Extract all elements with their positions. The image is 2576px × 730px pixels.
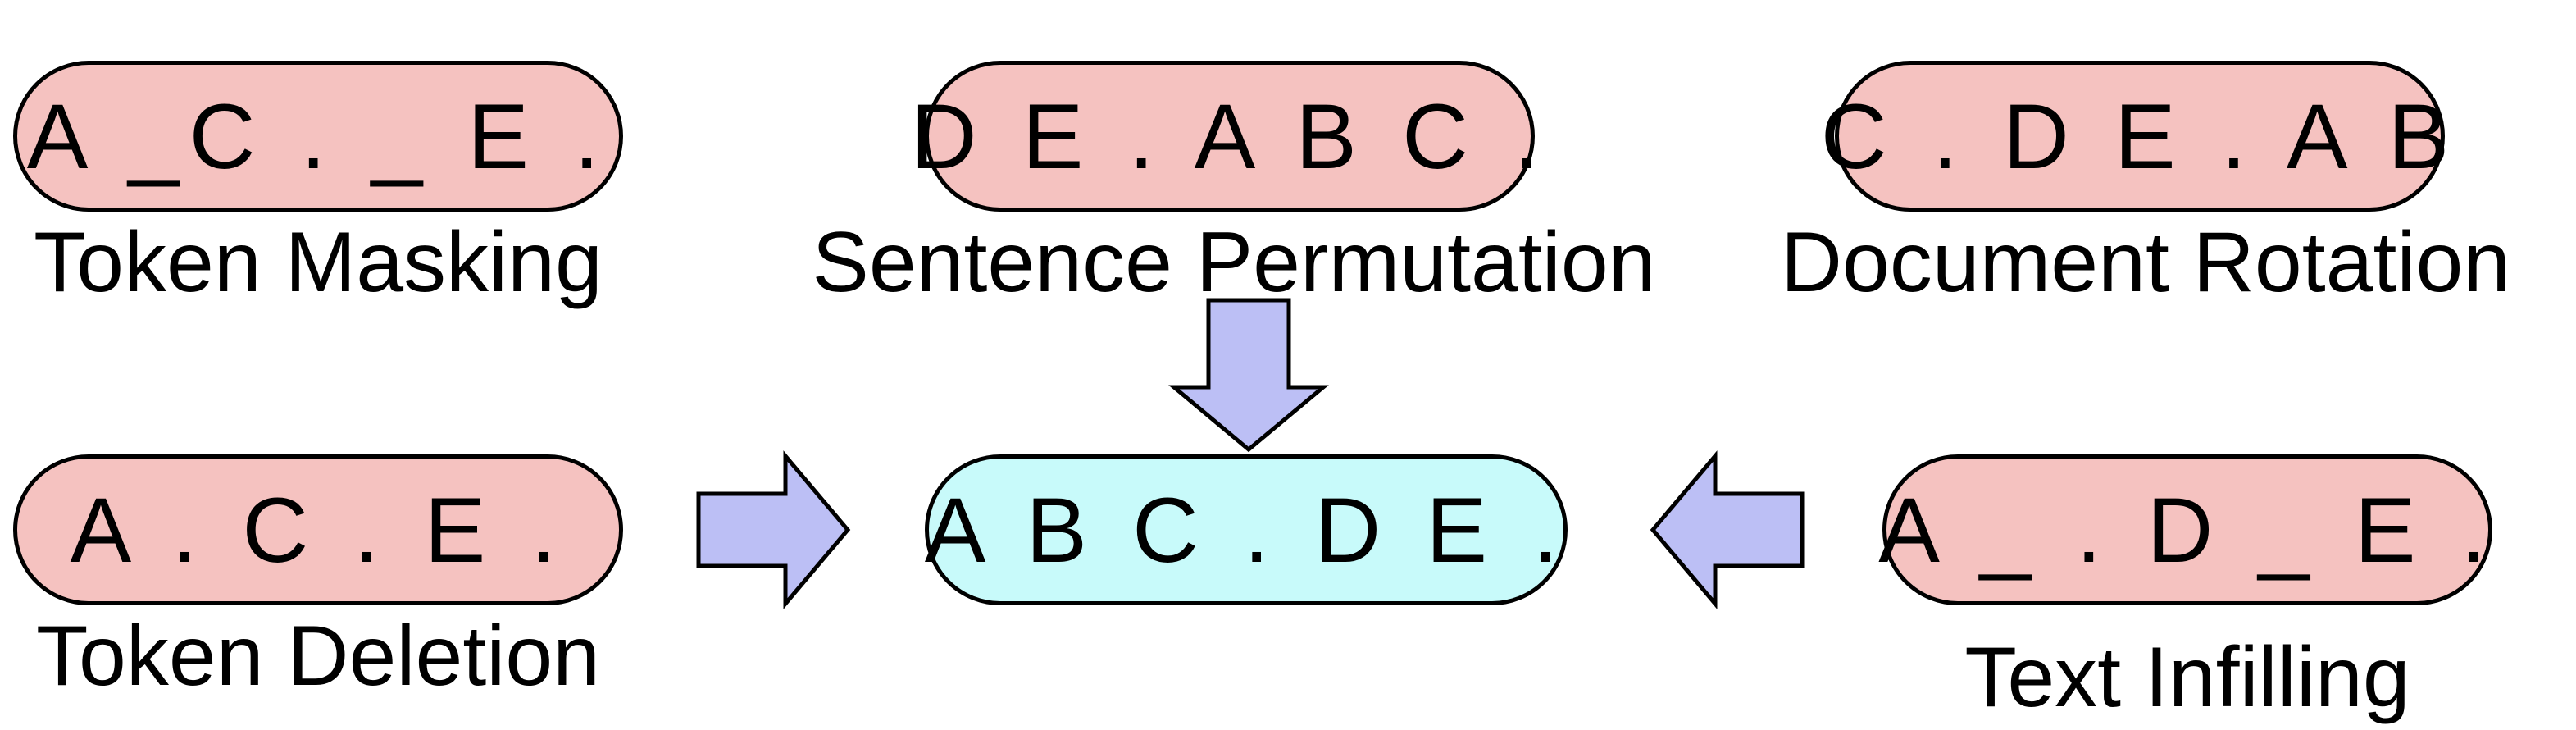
arrow-left — [1650, 450, 1805, 609]
sentence-permutation-sequence: D E . A B C . — [910, 84, 1550, 188]
token-deletion-box: A . C . E . — [13, 454, 623, 605]
sentence-permutation-box: D E . A B C . — [911, 61, 1539, 212]
token-masking-label: Token Masking — [34, 215, 603, 310]
sentence-permutation-label: Sentence Permutation — [812, 215, 1656, 310]
document-rotation-sequence: C . D E . A B — [1820, 84, 2460, 188]
text-infilling-box: A _ . D _ E . — [1878, 454, 2492, 605]
token-masking-box: A _C . _ E . — [13, 61, 623, 212]
token-deletion-sequence: A . C . E . — [70, 478, 567, 582]
document-rotation-box: C . D E . A B — [1821, 61, 2449, 212]
original-sequence: A B C . D E . — [924, 478, 1568, 582]
text-infilling-label: Text Infilling — [1964, 630, 2410, 725]
original-sequence-box: A B C . D E . — [925, 454, 1568, 605]
token-deletion-label: Token Deletion — [36, 609, 600, 704]
text-infilling-sequence: A _ . D _ E . — [1878, 478, 2496, 582]
document-rotation-label: Document Rotation — [1780, 215, 2511, 310]
token-masking-sequence: A _C . _ E . — [26, 84, 610, 188]
arrow-down — [1168, 298, 1329, 453]
arrow-right — [696, 450, 851, 609]
